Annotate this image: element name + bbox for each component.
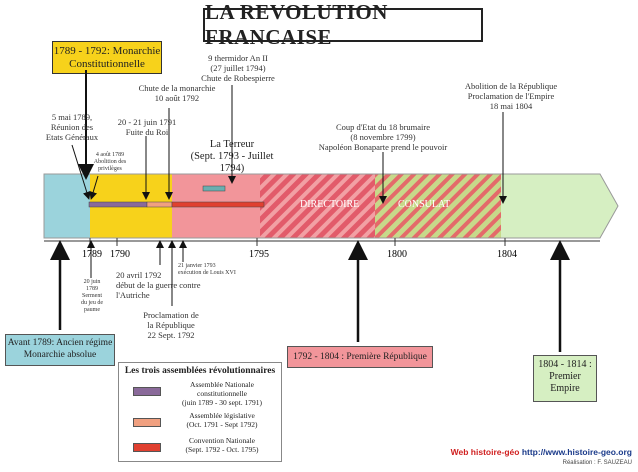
legend-convention-l2: (Sept. 1792 - Oct. 1795) [185,445,259,454]
event-etats-generaux-l2: Réunion des [50,122,94,132]
legend-assemblees: Les trois assemblées révolutionnaires As… [118,362,282,462]
event-serment-l2: 1789 [86,286,98,292]
legend-text-convention: Convention Nationale (Sept. 1792 - Oct. … [167,436,277,454]
event-thermidor: 9 thermidor An II (27 juillet 1794) Chut… [196,53,280,83]
event-empire-l2: Proclamation de l'Empire [467,91,555,101]
event-empire-l3: 18 mai 1804 [489,101,533,111]
event-abolition-l1: 4 août 1789 [95,152,125,158]
band-empire [501,174,618,238]
event-execution-l1: 21 janvier 1793 [178,263,216,269]
legend-constituante-l1: Assemblée Nationale [190,380,254,389]
event-thermidor-l2: (27 juillet 1794) [210,63,266,73]
monarchie-box-line2: Constitutionnelle [69,58,145,70]
event-fuite-roi-l2: Fuite du Roi [125,127,169,137]
band-label-consulat: CONSULAT [398,199,450,210]
tick-label-1804: 1804 [497,249,517,260]
event-abolition-l2: Abolition des [93,159,127,165]
event-etats-generaux-l3: Etats Généraux [45,132,99,142]
band-outline [43,173,619,239]
event-fuite-roi: 20 - 21 juin 1791 Fuite du Roi [116,117,178,137]
legend-item-convention: Convention Nationale (Sept. 1792 - Oct. … [123,436,277,460]
event-abolition-l3: privilèges [98,166,122,172]
credit-author: Réalisation : F. SAUZEAU [562,460,632,466]
event-proclamation-l3: 22 Sept. 1792 [147,330,195,340]
event-execution-louis: 21 janvier 1793 exécution de Louis XVI [178,263,248,277]
event-proclamation-l2: la République [147,320,195,330]
event-guerre-l1: 20 avril 1792 [116,270,162,280]
bar-convention-nationale [171,201,265,208]
event-serment-paume: 20 juin 1789 Serment du jeu de paume [78,279,106,314]
legend-text-legislative: Assemblée législative (Oct. 1791 - Sept … [167,411,277,429]
event-chute-l2: 10 août 1792 [154,93,200,103]
bar-assemblee-constituante [88,201,148,208]
credit-web: Web histoire-géo http://www.histoire-geo… [400,447,632,457]
event-abolition-privileges: 4 août 1789 Abolition des privilèges [88,152,132,173]
bar-assemblee-legislative [146,201,173,208]
period-empire-l1: 1804 - 1814 : [538,359,592,370]
event-thermidor-l1: 9 thermidor An II [208,53,268,63]
event-brumaire-l3: Napoléon Bonaparte prend le pouvoir [318,142,448,152]
event-etats-generaux-l1: 5 mai 1789, [51,112,93,122]
event-proclamation-l1: Proclamation de [143,310,199,320]
monarchie-constitutionnelle-box: 1789 - 1792: Monarchie Constitutionnelle [52,41,162,74]
tick-label-1800: 1800 [387,249,407,260]
event-chute-monarchie: Chute de la monarchie 10 août 1792 [134,83,220,103]
event-execution-l2: exécution de Louis XVI [178,270,236,276]
band-ancien-regime [44,174,90,238]
tick-label-1790: 1790 [110,249,130,260]
legend-item-legislative: Assemblée législative (Oct. 1791 - Sept … [123,411,277,435]
event-brumaire-l1: Coup d'Etat du 18 brumaire [335,122,431,132]
period-ancien-l1: Avant 1789: Ancien régime [7,338,113,348]
legend-swatch-convention [133,443,161,452]
period-premiere-republique: 1792 - 1804 : Première République [287,346,433,368]
event-terreur-l1: La Terreur [209,139,255,150]
band-consulat [375,174,501,238]
event-chute-l1: Chute de la monarchie [138,83,216,93]
legend-swatch-constituante [133,387,161,396]
period-ancien-l2: Monarchie absolue [23,350,97,360]
legend-legislative-l1: Assemblée législative [189,411,255,420]
pointer-abolition-privileges [89,175,99,200]
event-serment-l1: 20 juin [83,279,101,285]
event-terreur-l2: (Sept. 1793 - Juillet 1794) [190,151,274,174]
event-guerre-autriche: 20 avril 1792 début de la guerre contre … [116,270,216,300]
band-label-directoire: DIRECTOIRE [300,199,359,210]
legend-legislative-l2: (Oct. 1791 - Sept 1792) [186,420,258,429]
legend-item-constituante: Assemblée Nationale constitutionnelle (j… [123,380,277,407]
event-proclamation-republique: Proclamation de la République 22 Sept. 1… [134,310,208,340]
period-ancien-regime: Avant 1789: Ancien régime Monarchie abso… [5,334,115,366]
event-guerre-l3: l'Autriche [116,290,150,300]
tick-label-1789: 1789 [82,249,102,260]
event-serment-l3: Serment [82,293,102,299]
legend-constituante-l3: (juin 1789 - 30 sept. 1791) [182,398,262,407]
credit-web-label: Web histoire-géo [450,447,520,457]
legend-swatch-legislative [133,418,161,427]
period-empire-l3: Empire [550,383,580,394]
tick-label-1795: 1795 [249,249,269,260]
event-guerre-l2: début de la guerre contre [116,280,201,290]
event-brumaire-l2: (8 novembre 1799) [350,132,416,142]
event-empire-l1: Abolition de la République [464,81,558,91]
legend-convention-l1: Convention Nationale [188,436,256,445]
period-empire-l2: Premier [549,371,581,382]
event-terreur: La Terreur (Sept. 1793 - Juillet 1794) [178,139,286,175]
period-premier-empire: 1804 - 1814 : Premier Empire [533,355,597,402]
legend-constituante-l2: constitutionnelle [197,389,247,398]
monarchie-box-line1: 1789 - 1792: Monarchie [53,45,161,57]
legend-title: Les trois assemblées révolutionnaires [124,366,276,376]
event-fuite-roi-l1: 20 - 21 juin 1791 [117,117,177,127]
event-brumaire: Coup d'Etat du 18 brumaire (8 novembre 1… [316,122,450,152]
band-directoire [260,174,375,238]
credit-url[interactable]: http://www.histoire-geo.org [521,447,632,457]
event-etats-generaux: 5 mai 1789, Réunion des Etats Généraux [42,112,102,142]
event-abolition-republique: Abolition de la République Proclamation … [456,81,566,111]
event-thermidor-l3: Chute de Robespierre [201,73,275,83]
event-serment-l5: paume [84,307,100,313]
legend-text-constituante: Assemblée Nationale constitutionnelle (j… [167,380,277,407]
event-serment-l4: du jeu de [81,300,103,306]
bar-terreur [202,185,226,192]
